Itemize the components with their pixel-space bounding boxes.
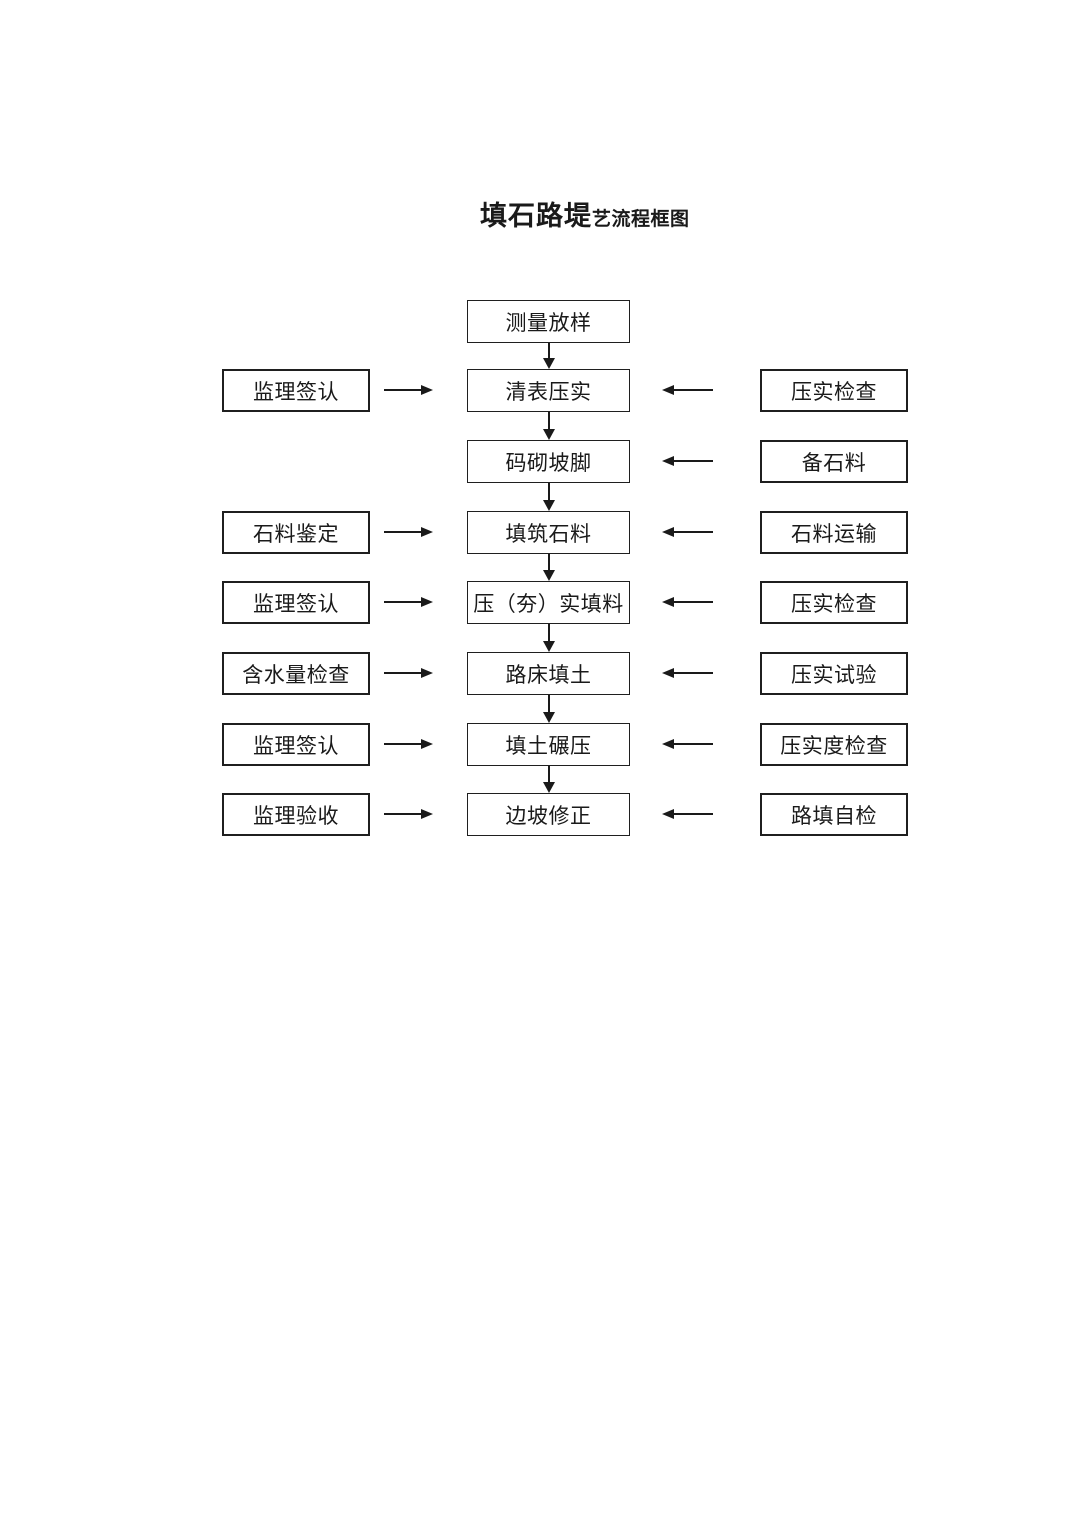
down-arrow-icon bbox=[542, 695, 555, 723]
right-arrow-icon bbox=[384, 596, 433, 608]
flow-box-compact-fill: 压（夯）实填料 bbox=[467, 581, 630, 624]
left-arrow-icon bbox=[662, 808, 713, 820]
left-arrow-icon bbox=[662, 455, 713, 467]
down-arrow-icon bbox=[542, 483, 555, 511]
flow-box-supervisor-sign-3: 监理签认 bbox=[222, 723, 370, 766]
flow-box-supervisor-sign-2: 监理签认 bbox=[222, 581, 370, 624]
diagram-title: 填石路堤 艺流程框图 bbox=[480, 194, 690, 233]
right-arrow-icon bbox=[384, 526, 433, 538]
flow-box-road-fill-self-check: 路填自检 bbox=[760, 793, 908, 836]
down-arrow-icon bbox=[542, 624, 555, 652]
flow-box-clear-compact: 清表压实 bbox=[467, 369, 630, 412]
flow-box-supervisor-accept: 监理验收 bbox=[222, 793, 370, 836]
flow-box-supervisor-sign-1: 监理签认 bbox=[222, 369, 370, 412]
flow-box-slope-trim: 边坡修正 bbox=[467, 793, 630, 836]
left-arrow-icon bbox=[662, 384, 713, 396]
left-arrow-icon bbox=[662, 526, 713, 538]
right-arrow-icon bbox=[384, 808, 433, 820]
right-arrow-icon bbox=[384, 738, 433, 750]
diagram-title-sub: 艺流程框图 bbox=[592, 209, 690, 230]
down-arrow-icon bbox=[542, 343, 555, 369]
flow-box-stack-slope-foot: 码砌坡脚 bbox=[467, 440, 630, 483]
flow-box-compaction-test: 压实试验 bbox=[760, 652, 908, 695]
flow-box-compaction-check-2: 压实检查 bbox=[760, 581, 908, 624]
flow-box-compaction-check-1: 压实检查 bbox=[760, 369, 908, 412]
down-arrow-icon bbox=[542, 766, 555, 793]
flow-box-stone-transport: 石料运输 bbox=[760, 511, 908, 554]
flow-box-survey-layout: 测量放样 bbox=[467, 300, 630, 343]
left-arrow-icon bbox=[662, 596, 713, 608]
flow-box-prepare-stone: 备石料 bbox=[760, 440, 908, 483]
flow-box-soil-rolling: 填土碾压 bbox=[467, 723, 630, 766]
flow-box-roadbed-fill-soil: 路床填土 bbox=[467, 652, 630, 695]
right-arrow-icon bbox=[384, 667, 433, 679]
flow-box-stone-appraisal: 石料鉴定 bbox=[222, 511, 370, 554]
flow-box-moisture-check: 含水量检查 bbox=[222, 652, 370, 695]
left-arrow-icon bbox=[662, 667, 713, 679]
flow-box-fill-stone: 填筑石料 bbox=[467, 511, 630, 554]
diagram-title-main: 填石路堤 bbox=[480, 201, 592, 231]
left-arrow-icon bbox=[662, 738, 713, 750]
right-arrow-icon bbox=[384, 384, 433, 396]
flow-box-compaction-degree-check: 压实度检查 bbox=[760, 723, 908, 766]
down-arrow-icon bbox=[542, 412, 555, 440]
down-arrow-icon bbox=[542, 554, 555, 581]
